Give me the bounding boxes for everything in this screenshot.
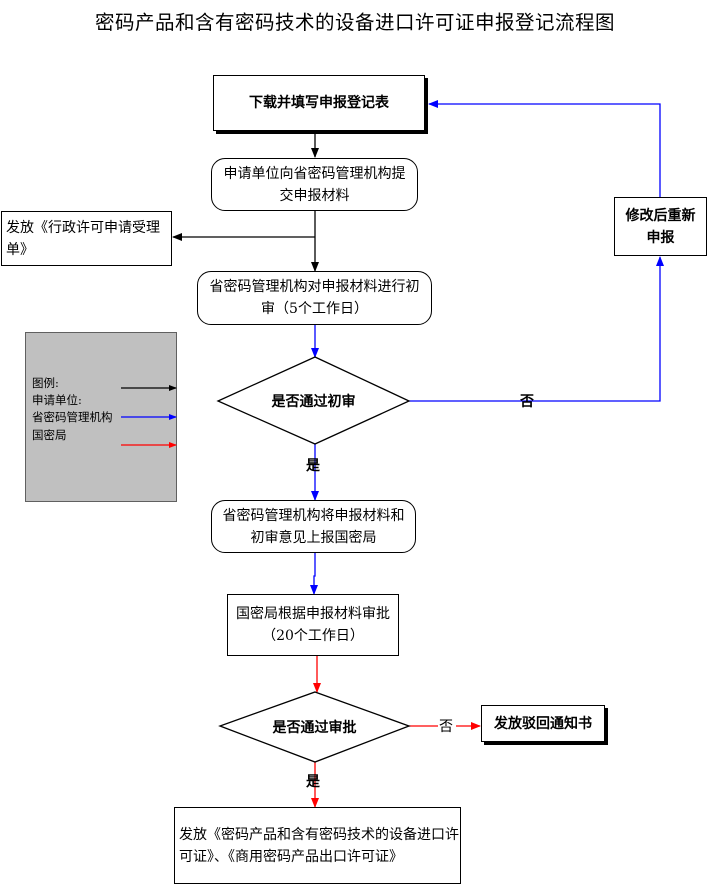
node-download-form: 下载并填写申报登记表 <box>213 75 425 131</box>
edge-label-preliminary-yes: 是 <box>306 458 320 474</box>
node-submit-materials: 申请单位向省密码管理机构提交申报材料 <box>211 158 418 211</box>
node-bureau-approval: 国密局根据申报材料审批（20个工作日） <box>227 594 399 656</box>
node-issue-license: 发放《密码产品和含有密码技术的设备进口许可证》、《商用密码产品出口许可证》 <box>174 807 461 884</box>
node-preliminary-review: 省密码管理机构对申报材料进行初审（5个工作日） <box>197 271 432 325</box>
node-revise-resubmit: 修改后重新申报 <box>614 197 707 256</box>
legend-panel: 图例: 申请单位: 省密码管理机构 国密局 <box>25 332 177 502</box>
node-report-bureau: 省密码管理机构将申报材料和初审意见上报国密局 <box>211 500 416 553</box>
legend-item-applicant: 申请单位: <box>32 393 82 407</box>
legend-heading: 图例: <box>32 376 59 390</box>
arrow-decision-no-to-revise <box>409 256 664 402</box>
edge-label-approval-no: 否 <box>439 719 453 735</box>
page-title: 密码产品和含有密码技术的设备进口许可证申报登记流程图 <box>94 11 615 34</box>
edge-label-approval-yes: 是 <box>306 774 320 790</box>
node-issue-rejection: 发放驳回通知书 <box>481 705 605 742</box>
decision-preliminary-shape <box>216 356 411 445</box>
node-pass-preliminary: 是否通过初审 <box>271 393 356 410</box>
legend-item-bureau: 国密局 <box>32 428 67 442</box>
decision-approval-shape <box>218 691 411 763</box>
node-issue-acceptance: 发放《行政许可申请受理单》 <box>1 211 172 266</box>
arrow-revise-to-download <box>428 100 661 197</box>
legend-swatches <box>121 385 177 448</box>
legend-item-provincial: 省密码管理机构 <box>32 410 113 424</box>
arrow-report-to-bureau <box>310 553 318 595</box>
node-pass-approval: 是否通过审批 <box>272 720 357 736</box>
edge-label-preliminary-no: 否 <box>520 394 534 410</box>
